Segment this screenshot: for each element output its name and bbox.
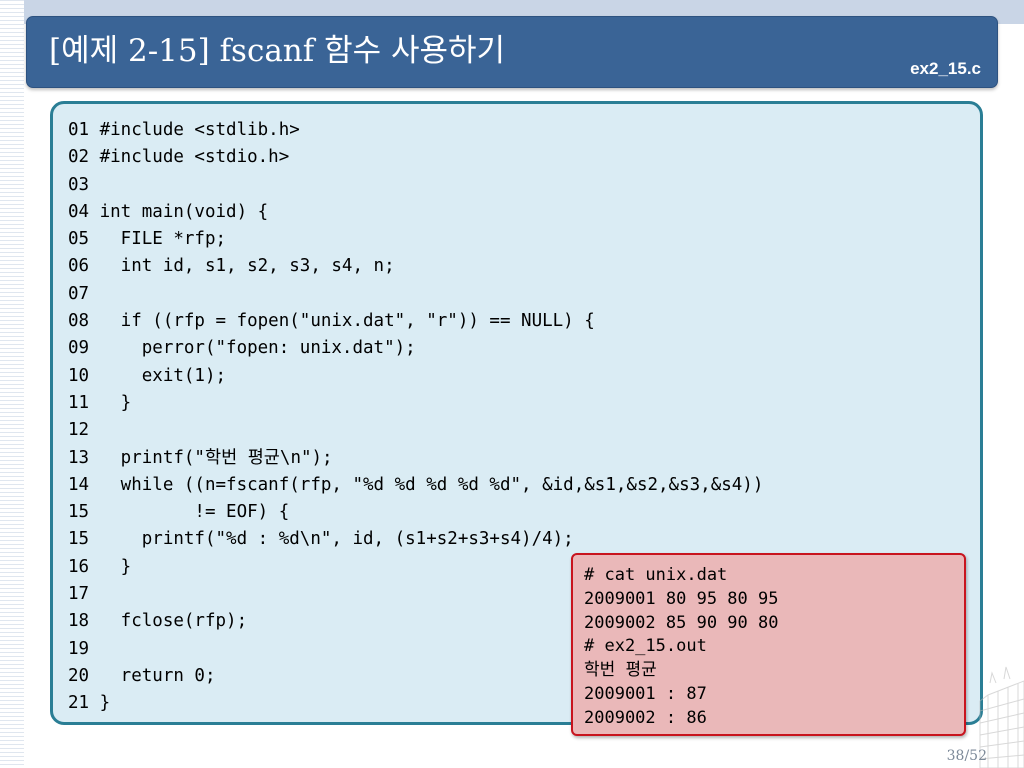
code-line: 04 int main(void) { bbox=[68, 201, 269, 222]
code-line: 20 return 0; bbox=[68, 665, 216, 686]
code-line: 07 bbox=[68, 283, 90, 304]
code-line: 10 exit(1); bbox=[68, 365, 227, 386]
output-line: 2009001 : 87 bbox=[584, 683, 707, 704]
code-line: 17 bbox=[68, 584, 90, 605]
output-line: 2009001 80 95 80 95 bbox=[584, 588, 779, 609]
code-line: 02 #include <stdio.h> bbox=[68, 147, 290, 168]
code-line: 03 bbox=[68, 174, 90, 195]
output-box: # cat unix.dat 2009001 80 95 80 95 20090… bbox=[571, 553, 966, 736]
file-name-label: ex2_15.c bbox=[910, 59, 981, 78]
terminal-output: # cat unix.dat 2009001 80 95 80 95 20090… bbox=[584, 564, 778, 731]
code-line: 19 bbox=[68, 638, 90, 659]
page-number: 38/52 bbox=[946, 748, 987, 764]
code-line: 15 printf("%d : %d\n", id, (s1+s2+s3+s4)… bbox=[68, 529, 574, 550]
edge-stripes bbox=[0, 0, 24, 768]
code-line: 11 } bbox=[68, 392, 132, 413]
output-line: # ex2_15.out bbox=[584, 636, 707, 657]
output-line: 2009002 : 86 bbox=[584, 707, 707, 728]
building-illustration bbox=[979, 666, 1024, 768]
code-line: 05 FILE *rfp; bbox=[68, 229, 227, 250]
title-bar: [예제 2-15] fscanf 함수 사용하기 ex2_15.c bbox=[26, 16, 998, 88]
code-line: 08 if ((rfp = fopen("unix.dat", "r")) ==… bbox=[68, 311, 595, 332]
code-line: 16 } bbox=[68, 556, 132, 577]
code-line: 09 perror("fopen: unix.dat"); bbox=[68, 338, 416, 359]
code-line: 21 } bbox=[68, 693, 111, 714]
code-line: 15 != EOF) { bbox=[68, 502, 290, 523]
output-line: # cat unix.dat bbox=[584, 565, 728, 585]
slide-title: [예제 2-15] fscanf 함수 사용하기 bbox=[49, 33, 506, 69]
code-line: 12 bbox=[68, 420, 90, 441]
code-line: 18 fclose(rfp); bbox=[68, 611, 248, 632]
code-line: 14 while ((n=fscanf(rfp, "%d %d %d %d %d… bbox=[68, 474, 764, 495]
code-listing: 01 #include <stdlib.h> 02 #include <stdi… bbox=[68, 117, 763, 718]
output-line: 학번 평균 bbox=[584, 660, 657, 681]
output-line: 2009002 85 90 90 80 bbox=[584, 612, 779, 633]
code-line: 06 int id, s1, s2, s3, s4, n; bbox=[68, 256, 395, 277]
code-line: 01 #include <stdlib.h> bbox=[68, 120, 300, 140]
code-line: 13 printf("학번 평균\n"); bbox=[68, 447, 333, 468]
